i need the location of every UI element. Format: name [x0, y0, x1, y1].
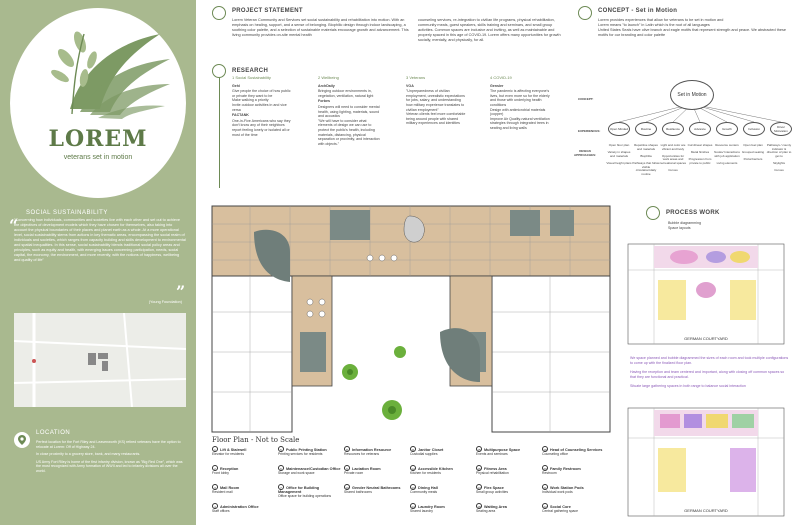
experience-node: Advance: [689, 122, 711, 136]
street-map-icon: [14, 313, 186, 407]
brand-title: LOREM: [48, 126, 148, 152]
location-item: US Army Fort Riley is home of the first …: [36, 459, 183, 473]
research-col-3: 3 Veterans VOA "Unpreparedness of civili…: [406, 75, 466, 126]
space-layout-plan: GERMAN COURTYARD: [627, 407, 785, 517]
location-title: LOCATION: [36, 430, 71, 436]
row-concept-label: CONCEPT:: [578, 97, 594, 101]
process-list: Bubble diagramming Space layouts: [668, 221, 701, 231]
svg-text:GERMAN COURTYARD: GERMAN COURTYARD: [684, 336, 728, 341]
approach-col-2: Repetitive shapes and materials Biophili…: [632, 143, 660, 176]
location-item: Perfect location for the Fort Riley and …: [36, 440, 181, 449]
approach-col-5: Resource centers Nooks/ Interactions wit…: [714, 143, 740, 165]
process-icon: [646, 206, 660, 220]
location-pin-icon: [14, 432, 30, 448]
location-list: Perfect location for the Fort Riley and …: [36, 440, 188, 477]
brand-subtitle: veterans set in motion: [63, 154, 133, 161]
bubble-diagram-plan: GERMAN COURTYARD: [627, 243, 785, 345]
concept-title: CONCEPT - Set in Motion: [598, 8, 678, 14]
location-map: [14, 313, 186, 407]
process-note-1: We space planned and bubble diagrammed t…: [630, 356, 789, 365]
project-text-col2: counseling services, re-integration to c…: [418, 18, 561, 42]
concept-item: Lorem means "to launch" in Latin which i…: [598, 23, 710, 27]
quote-source: (Young Foundation): [148, 300, 182, 304]
social-quote: "Concerning how individuals, communities…: [14, 218, 186, 262]
floor-plan-title: Floor Plan - Not to Scale: [212, 436, 300, 444]
experience-node: Resilience: [662, 122, 684, 136]
statement-icon: [212, 6, 226, 20]
process-item: Space layouts: [668, 226, 691, 230]
open-quote-icon: “: [9, 216, 19, 235]
research-col-1: 1 Social Sustainability Gehl Give people…: [232, 75, 291, 137]
left-panel: LOREM veterans set in motion SOCIAL SUST…: [0, 0, 196, 525]
research-icon: [212, 64, 226, 78]
process-note-2: Having the reception and team centered a…: [630, 370, 785, 379]
approach-col-7: Pathways / county indicator & direction …: [766, 143, 792, 173]
experience-node: Growth: [716, 122, 738, 136]
project-text-col1: Lorem Veteran Community and Services set…: [232, 18, 409, 37]
close-quote-icon: ”: [176, 282, 186, 301]
process-note-3: Situate large gathering spaces in both r…: [630, 384, 746, 388]
concept-item: Lorem provides experiences that allow fo…: [598, 18, 724, 22]
process-title: PROCESS WORK: [666, 210, 720, 216]
approach-col-3: Light and color are vibrant and lively O…: [659, 143, 686, 173]
research-col-4: 4 COVID-19 Gensler The pandemic is affec…: [490, 75, 550, 130]
project-title: PROJECT STATEMENT: [232, 8, 303, 14]
research-col-2: 2 Wellbeing ArchDaily Bringing outdoor e…: [318, 75, 380, 146]
concept-list: Lorem provides experiences that allow fo…: [598, 18, 788, 38]
experience-node: Open Minded: [608, 122, 630, 136]
approach-col-4: Curvilinear shapes Metal finishes Progre…: [687, 143, 713, 165]
research-title: RESEARCH: [232, 68, 269, 74]
concept-icon: [578, 6, 592, 20]
experience-node: Drive/ Motivation: [770, 122, 792, 136]
location-item: In close proximity to a grocery store, b…: [36, 452, 141, 457]
floor-plan-drawing: [210, 202, 620, 434]
experience-node: Routine: [635, 122, 657, 136]
wing-leaf-logo-icon: [51, 31, 170, 119]
svg-text:GERMAN COURTYARD: GERMAN COURTYARD: [684, 508, 728, 513]
logo-badge: LOREM veterans set in motion: [10, 8, 186, 198]
approach-col-1: Open floor plan Variety in shapes and ma…: [606, 143, 632, 165]
set-in-motion-node: Set in Motion: [670, 80, 714, 110]
approach-col-6: Open feel plan Grouped seating Portal ba…: [741, 143, 765, 162]
row-approaches-label: DESIGN APPROACHES:: [574, 149, 597, 157]
experience-node: Inclusion: [743, 122, 765, 136]
process-item: Bubble diagramming: [668, 221, 701, 225]
social-title: SOCIAL SUSTAINABILITY: [26, 210, 108, 216]
row-experiences-label: EXPERIENCES:: [578, 129, 601, 133]
concept-item: United States Seals have olive branch an…: [598, 28, 786, 37]
